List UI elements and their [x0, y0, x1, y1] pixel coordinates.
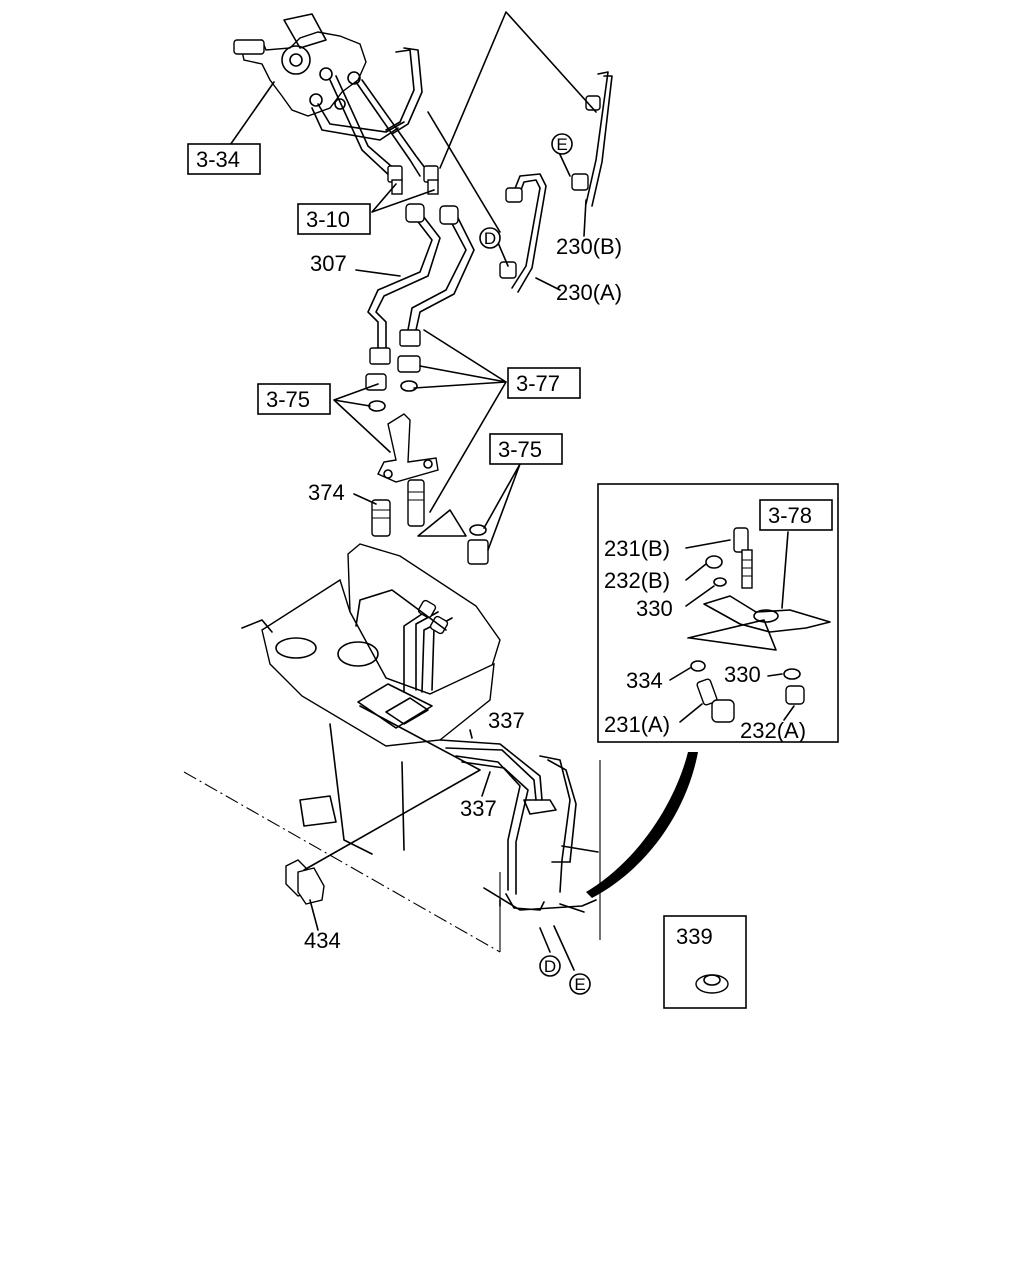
label-434: 434: [304, 928, 341, 953]
reference-label-boxes: [187, 143, 833, 531]
label-231-b: 231(B): [604, 536, 670, 561]
label-3-10: 3-10: [306, 207, 350, 232]
label-230-a: 230(A): [556, 280, 622, 305]
svg-text:D: D: [484, 229, 496, 248]
circle-d-top: D: [479, 227, 501, 249]
svg-text:D: D: [544, 957, 556, 976]
circle-e-bottom: E: [569, 973, 591, 995]
pipe-307: [367, 203, 475, 365]
grommet-339: [663, 915, 747, 1009]
label-334: 334: [626, 668, 663, 693]
label-339: 339: [676, 924, 713, 949]
label-374: 374: [308, 480, 345, 505]
circle-d-bottom: D: [539, 955, 561, 977]
label-337-bottom: 337: [460, 796, 497, 821]
label-307: 307: [310, 251, 347, 276]
label-337-top: 337: [488, 708, 525, 733]
injection-pump: [233, 13, 439, 195]
svg-text:E: E: [556, 135, 567, 154]
label-3-75-right: 3-75: [498, 437, 542, 462]
clip-434: [285, 859, 325, 905]
label-232-a: 232(A): [740, 718, 806, 743]
label-3-75-left: 3-75: [266, 387, 310, 412]
label-230-b: 230(B): [556, 234, 622, 259]
label-231-a: 231(A): [604, 712, 670, 737]
svg-text:E: E: [574, 975, 585, 994]
label-3-77: 3-77: [516, 371, 560, 396]
label-232-b: 232(B): [604, 568, 670, 593]
circle-e-top: E: [551, 133, 573, 155]
pipe-230: [499, 71, 613, 293]
label-3-78: 3-78: [768, 503, 812, 528]
fuel-tank: [183, 543, 601, 953]
label-330-bottom: 330: [724, 662, 761, 687]
label-330-top: 330: [636, 596, 673, 621]
leader-lines: [227, 11, 795, 971]
label-3-34: 3-34: [196, 147, 240, 172]
